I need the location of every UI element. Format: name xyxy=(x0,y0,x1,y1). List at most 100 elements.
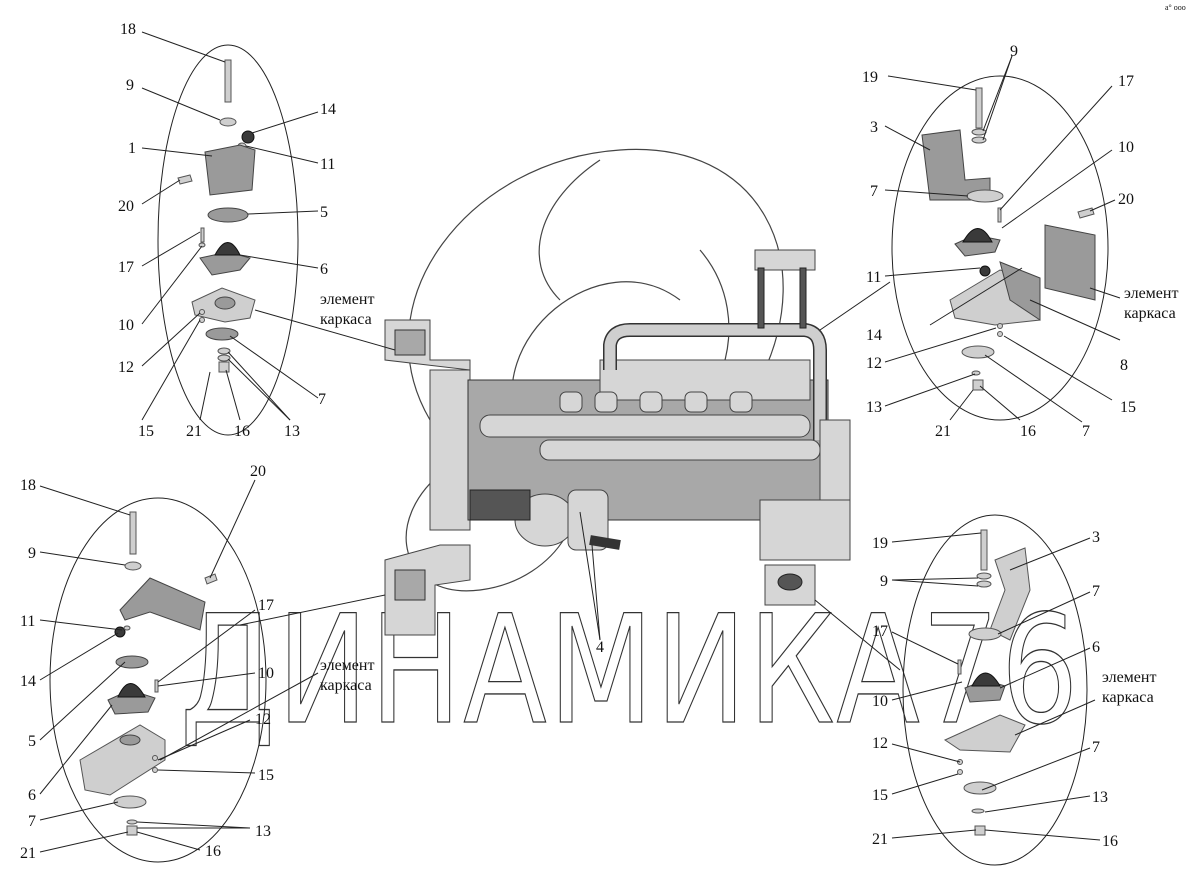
engine xyxy=(384,249,851,636)
label-6: 6 xyxy=(28,787,36,804)
frame-element-tr xyxy=(1044,224,1096,301)
bolt-18-bl xyxy=(129,511,137,555)
bolt-19-br xyxy=(980,529,988,571)
label-7: 7 xyxy=(318,391,326,408)
label-16: 16 xyxy=(205,843,221,860)
plate-br xyxy=(943,714,1026,753)
label-15: 15 xyxy=(872,787,888,804)
labels-top-left: 18 9 14 1 11 20 5 17 6 10 12 7 15 21 16 … xyxy=(118,21,374,440)
plate-bl xyxy=(79,724,166,796)
group-ellipse-bottom-right xyxy=(902,514,1088,866)
bracket-3-br xyxy=(989,547,1031,641)
label-17: 17 xyxy=(118,259,134,276)
label-9: 9 xyxy=(880,573,888,590)
label-17: 17 xyxy=(872,623,888,640)
label-11: 11 xyxy=(866,269,881,286)
frame-label-line2: каркаса xyxy=(320,677,372,694)
frame-label-line2: каркаса xyxy=(1124,305,1176,322)
label-4: 4 xyxy=(596,639,604,656)
label-10: 10 xyxy=(1118,139,1134,156)
label-18: 18 xyxy=(120,21,136,38)
frame-label-line1: элемент xyxy=(1102,669,1156,686)
label-11: 11 xyxy=(320,156,335,173)
pad-7 xyxy=(205,327,239,341)
frame-label-line2: каркаса xyxy=(1102,689,1154,706)
label-12: 12 xyxy=(866,355,882,372)
mount-top-left-parts xyxy=(177,59,256,373)
bolt-20 xyxy=(177,174,193,185)
labels-bottom-left: 18 20 9 11 17 14 10 12 5 15 6 7 13 21 16… xyxy=(20,463,374,862)
group-ellipse-top-left xyxy=(157,44,299,436)
label-1: 1 xyxy=(128,140,136,157)
front-cover xyxy=(759,499,851,561)
label-9: 9 xyxy=(1010,43,1018,60)
label-15: 15 xyxy=(1120,399,1136,416)
label-10: 10 xyxy=(258,665,274,682)
group-ellipse-bottom-left xyxy=(49,497,267,863)
label-13: 13 xyxy=(284,423,300,440)
mount-bottom-left-parts xyxy=(79,511,218,836)
label-7: 7 xyxy=(28,813,36,830)
label-6: 6 xyxy=(1092,639,1100,656)
mount-bottom-right-parts xyxy=(943,529,1031,836)
label-21: 21 xyxy=(20,845,36,862)
pad-5 xyxy=(207,207,249,223)
label-14: 14 xyxy=(866,327,882,344)
group-ellipse-top-right xyxy=(891,75,1109,421)
label-3: 3 xyxy=(1092,529,1100,546)
label-15: 15 xyxy=(138,423,154,440)
frame-label-line2: каркаса xyxy=(320,311,372,328)
label-7: 7 xyxy=(1092,583,1100,600)
label-13: 13 xyxy=(1092,789,1108,806)
label-17: 17 xyxy=(1118,73,1134,90)
exhaust-manifold xyxy=(479,414,811,438)
frame-label-line1: элемент xyxy=(320,657,374,674)
label-20: 20 xyxy=(1118,191,1134,208)
label-17: 17 xyxy=(258,597,274,614)
nut-14-tr xyxy=(979,265,991,277)
label-6: 6 xyxy=(320,261,328,278)
label-21: 21 xyxy=(872,831,888,848)
label-15: 15 xyxy=(258,767,274,784)
label-7b: 7 xyxy=(1092,739,1100,756)
label-14: 14 xyxy=(20,673,36,690)
label-10: 10 xyxy=(872,693,888,710)
nut-16 xyxy=(218,361,230,373)
flywheel-housing xyxy=(429,369,471,531)
engine-bracket-rear-bottom xyxy=(384,544,471,636)
bolt-18 xyxy=(224,59,232,103)
label-20: 20 xyxy=(250,463,266,480)
bolt-19 xyxy=(975,87,983,129)
frame-label-line1: элемент xyxy=(320,291,374,308)
labels-top-right: 19 9 17 3 10 7 20 11 14 8 12 15 13 21 16… xyxy=(862,43,1178,440)
bracket-3 xyxy=(921,129,991,201)
label-19: 19 xyxy=(862,69,878,86)
label-16: 16 xyxy=(234,423,250,440)
label-16: 16 xyxy=(1020,423,1036,440)
washer-9 xyxy=(219,117,237,127)
label-16: 16 xyxy=(1102,833,1118,850)
label-10: 10 xyxy=(118,317,134,334)
label-20: 20 xyxy=(118,198,134,215)
watermark-text: ДИНАМИКА76 xyxy=(180,584,1080,758)
corner-mark: a° ooo xyxy=(1165,3,1186,12)
label-7: 7 xyxy=(870,183,878,200)
filter-cap xyxy=(754,249,816,271)
label-5: 5 xyxy=(28,733,36,750)
label-12: 12 xyxy=(255,711,271,728)
label-12: 12 xyxy=(118,359,134,376)
label-7b: 7 xyxy=(1082,423,1090,440)
leader-lines xyxy=(39,31,1121,853)
label-19: 19 xyxy=(872,535,888,552)
label-3: 3 xyxy=(870,119,878,136)
label-13: 13 xyxy=(866,399,882,416)
labels-bottom-right: 19 3 9 7 17 6 10 12 7 15 13 21 16 элемен… xyxy=(872,529,1156,850)
label-9: 9 xyxy=(28,545,36,562)
label-12: 12 xyxy=(872,735,888,752)
label-21: 21 xyxy=(186,423,202,440)
label-13: 13 xyxy=(255,823,271,840)
label-11: 11 xyxy=(20,613,35,630)
label-18: 18 xyxy=(20,477,36,494)
